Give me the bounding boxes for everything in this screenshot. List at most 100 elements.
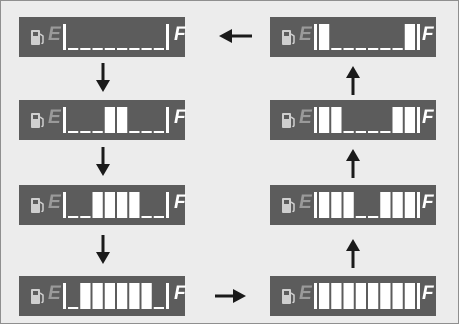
gauge-segment-unlit [355, 131, 366, 133]
fuel-level-bar [314, 24, 420, 50]
gauge-end-cap-empty [314, 107, 317, 133]
full-label: F [174, 107, 186, 128]
fuel-pump-icon [31, 30, 44, 45]
gauge-segment-unlit [368, 131, 379, 133]
fuel-gauge-display-4: E F [19, 276, 186, 316]
gauge-segment-unlit [80, 216, 91, 218]
gauge-segment-lit [319, 192, 330, 218]
gauge-end-cap-full [166, 192, 169, 218]
gauge-segment-unlit [68, 216, 79, 218]
gauge-end-cap-empty [63, 192, 66, 218]
gauge-segment-lit [343, 192, 354, 218]
gauge-segment-lit [380, 192, 391, 218]
gauge-segment-lit [404, 24, 415, 50]
gauge-segment-unlit [355, 216, 366, 218]
gauge-segment-lit [380, 283, 391, 309]
gauge-end-cap-empty [314, 283, 317, 309]
fuel-gauge-display-1: E F [19, 17, 186, 57]
arrow-down-icon [96, 63, 110, 92]
gauge-segment-lit [404, 283, 415, 309]
fuel-gauge-display-6: E F [270, 185, 436, 225]
gauge-segment-unlit [80, 48, 91, 50]
gauge-segment-unlit [153, 131, 164, 133]
gauge-segment-lit [104, 107, 115, 133]
gauge-segment-lit [104, 283, 115, 309]
fuel-pump-icon [282, 198, 295, 213]
full-label: F [174, 283, 186, 304]
gauge-segment-unlit [368, 48, 379, 50]
gauge-segment-unlit [392, 48, 403, 50]
gauge-segment-unlit [380, 48, 391, 50]
gauge-segment-unlit [68, 307, 79, 309]
gauge-end-cap-empty [63, 24, 66, 50]
arrow-left-icon [219, 29, 252, 43]
gauge-segment-unlit [92, 48, 103, 50]
fuel-gauge-display-5: E F [270, 276, 436, 316]
gauge-segment-lit [392, 107, 403, 133]
gauge-end-cap-full [417, 192, 420, 218]
fuel-level-bar [63, 24, 169, 50]
gauge-segment-lit [117, 283, 128, 309]
fuel-pump-icon [282, 289, 295, 304]
gauge-end-cap-empty [314, 24, 317, 50]
arrow-right-icon [215, 289, 246, 303]
gauge-segment-lit [404, 107, 415, 133]
full-label: F [422, 283, 434, 304]
fuel-level-bar [63, 283, 169, 309]
gauge-segment-lit [319, 107, 330, 133]
gauge-segment-unlit [355, 48, 366, 50]
gauge-end-cap-full [417, 283, 420, 309]
fuel-level-bar [63, 192, 169, 218]
fuel-gauge-display-7: E F [270, 100, 436, 140]
arrow-up-icon [346, 239, 360, 268]
fuel-pump-icon [282, 30, 295, 45]
full-label: F [422, 24, 434, 45]
fuel-pump-icon [31, 113, 44, 128]
gauge-segment-lit [392, 283, 403, 309]
gauge-segment-unlit [129, 131, 140, 133]
gauge-end-cap-full [166, 283, 169, 309]
gauge-end-cap-full [166, 24, 169, 50]
fuel-level-bar [314, 192, 420, 218]
gauge-end-cap-empty [63, 283, 66, 309]
gauge-segment-lit [331, 107, 342, 133]
arrow-down-icon [96, 147, 110, 176]
gauge-segment-unlit [153, 48, 164, 50]
empty-label: E [48, 107, 61, 128]
full-label: F [174, 24, 186, 45]
gauge-segment-unlit [141, 216, 152, 218]
fuel-level-bar [63, 107, 169, 133]
full-label: F [422, 107, 434, 128]
empty-label: E [299, 192, 312, 213]
gauge-segment-lit [117, 107, 128, 133]
gauge-segment-lit [319, 283, 330, 309]
gauge-segment-lit [404, 192, 415, 218]
gauge-segment-lit [129, 283, 140, 309]
gauge-segment-unlit [68, 131, 79, 133]
gauge-segment-lit [331, 283, 342, 309]
full-label: F [174, 192, 186, 213]
gauge-segment-unlit [343, 131, 354, 133]
gauge-segment-unlit [343, 48, 354, 50]
gauge-segment-unlit [380, 131, 391, 133]
gauge-segment-unlit [117, 48, 128, 50]
gauge-segment-unlit [92, 131, 103, 133]
gauge-segment-unlit [153, 216, 164, 218]
empty-label: E [299, 107, 312, 128]
gauge-segment-lit [117, 192, 128, 218]
gauge-segment-lit [92, 192, 103, 218]
gauge-segment-unlit [153, 307, 164, 309]
gauge-segment-lit [92, 283, 103, 309]
empty-label: E [299, 24, 312, 45]
fuel-pump-icon [31, 289, 44, 304]
empty-label: E [299, 283, 312, 304]
gauge-segment-unlit [368, 216, 379, 218]
gauge-segment-unlit [331, 48, 342, 50]
gauge-end-cap-full [417, 24, 420, 50]
gauge-segment-unlit [129, 48, 140, 50]
gauge-segment-lit [343, 283, 354, 309]
gauge-segment-lit [141, 283, 152, 309]
gauge-segment-lit [319, 24, 330, 50]
gauge-segment-unlit [141, 48, 152, 50]
